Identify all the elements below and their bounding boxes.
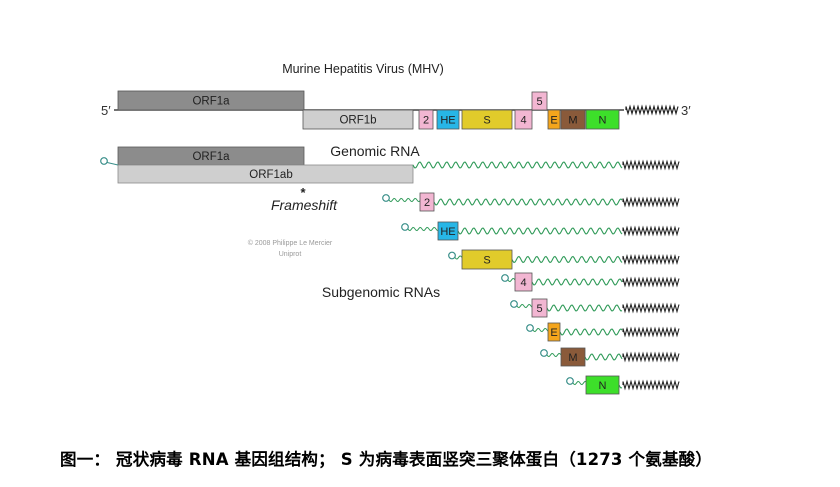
sg-rna-e-strand <box>559 328 623 336</box>
sg-rna-4-strand <box>531 278 623 286</box>
sg-rna-4-box <box>514 272 533 292</box>
genome-gene-e-label: E <box>550 115 557 127</box>
sg-rna-4-poly-a-tail <box>622 276 680 288</box>
sg-rna-4-5prime-cap <box>501 274 509 282</box>
sg-rna-m-label: M <box>568 352 577 364</box>
sg-rna-he-box <box>437 221 459 241</box>
sg-rna-he-leader <box>407 226 439 232</box>
sg-rna-e-5prime-cap <box>526 324 534 332</box>
sg-rna-2-label: 2 <box>424 197 430 209</box>
frameshift-marker: * <box>300 185 306 200</box>
sg-rna-2-leader <box>388 197 421 203</box>
copyright-credit: © 2008 Philippe Le Mercier <box>248 239 333 247</box>
sg-rna-m-poly-a-tail <box>622 351 680 363</box>
sg-rna-s-poly-a-tail <box>622 253 680 266</box>
sg-rna-4-label: 4 <box>520 277 526 289</box>
genomic-rna: ORF1a ORF1ab Genomic RNA * Frameshift <box>100 143 680 213</box>
sg-rna-s-strand <box>511 255 623 264</box>
genome-gene-4-box <box>514 109 533 130</box>
genome-gene-n-box <box>585 109 620 130</box>
genome-gene-4-label: 4 <box>520 115 526 127</box>
genomic-poly-a-tail <box>622 159 680 171</box>
sg-rna-n-box <box>585 375 620 395</box>
five-prime-label: 5′ <box>101 103 111 118</box>
subgenomic-rna-group: 2HE S 4 5E M N <box>382 192 680 395</box>
genome-gene-5-box <box>531 91 548 111</box>
genomic-rna-strand <box>412 161 623 169</box>
sg-rna-5-box <box>531 298 548 318</box>
genome-orf1a-box <box>117 90 305 111</box>
genome-orf1b-box <box>302 109 414 130</box>
sg-rna-n-strand <box>618 384 623 389</box>
genome-poly-a-tail <box>625 104 679 116</box>
genome-gene-2-label: 2 <box>423 115 429 127</box>
sg-rna-2-box <box>419 192 435 212</box>
sg-rna-m-leader <box>546 352 562 358</box>
genome-gene-2-box <box>418 109 434 130</box>
sg-rna-e-label: E <box>550 327 557 339</box>
sg-rna-s-leader <box>454 255 463 260</box>
subgenomic-rnas-label: Subgenomic RNAs <box>322 284 440 300</box>
sg-rna-s-box <box>461 249 513 270</box>
sg-rna-4-leader <box>507 277 516 283</box>
genomic-orf1ab-bar <box>117 164 414 184</box>
sg-rna-n-poly-a-tail <box>622 379 680 391</box>
sg-rna-e-poly-a-tail <box>622 326 680 338</box>
sg-rna-5-strand <box>546 304 623 312</box>
sg-rna-m-box <box>560 347 586 367</box>
coronavirus-genome-diagram: Murine Hepatitis Virus (MHV) 5′ 3′ ORF1a… <box>100 62 691 395</box>
three-prime-label: 3′ <box>681 103 691 118</box>
genome-gene-s-box <box>461 109 513 130</box>
sg-rna-5-leader <box>516 303 533 309</box>
genomic-rna-label: Genomic RNA <box>330 143 420 159</box>
genome-gene-he-box <box>436 109 460 130</box>
sg-rna-2-strand <box>433 198 623 206</box>
sg-rna-m-5prime-cap <box>540 349 548 357</box>
sg-rna-s-5prime-cap <box>448 251 456 260</box>
sg-rna-m-strand <box>584 353 623 361</box>
genomic-orf1ab-label: ORF1ab <box>249 169 292 181</box>
sg-rna-he-strand <box>457 227 623 235</box>
sg-rna-n-leader <box>572 380 587 386</box>
genome-gene-n-label: N <box>599 115 607 127</box>
genome-gene-e-box <box>547 109 561 130</box>
genome-orf1b-label: ORF1b <box>339 115 376 127</box>
sg-rna-he-5prime-cap <box>401 223 409 231</box>
genomic-orf1a-label: ORF1a <box>192 151 230 163</box>
frameshift-label: Frameshift <box>271 197 338 213</box>
genome-orf1a-label: ORF1a <box>192 96 230 108</box>
sg-rna-5-label: 5 <box>536 303 542 315</box>
sg-rna-e-box <box>547 322 561 342</box>
genome-gene-5-label: 5 <box>536 96 542 108</box>
sg-rna-5-poly-a-tail <box>622 302 680 314</box>
sg-rna-n-5prime-cap <box>566 377 574 385</box>
sg-rna-he-label: HE <box>440 226 455 238</box>
sg-rna-he-poly-a-tail <box>622 225 680 237</box>
sg-rna-n-label: N <box>599 380 607 392</box>
sg-rna-s-label: S <box>483 255 490 267</box>
figure-caption: 图一： 冠状病毒 RNA 基因组结构； S 为病毒表面竖突三聚体蛋白（1273 … <box>60 450 713 469</box>
credit-source: Uniprot <box>279 251 302 258</box>
genomic-5prime-cap <box>100 157 108 165</box>
diagram-title: Murine Hepatitis Virus (MHV) <box>282 62 444 76</box>
sg-rna-e-leader <box>532 327 549 333</box>
genome-gene-s-label: S <box>483 115 490 127</box>
sg-rna-5-5prime-cap <box>510 300 518 308</box>
genome-gene-he-label: HE <box>440 115 455 127</box>
sg-rna-2-5prime-cap <box>382 194 390 202</box>
genome-gene-m-label: M <box>568 115 577 127</box>
genome-gene-m-box <box>560 109 586 130</box>
sg-rna-2-poly-a-tail <box>622 196 680 208</box>
